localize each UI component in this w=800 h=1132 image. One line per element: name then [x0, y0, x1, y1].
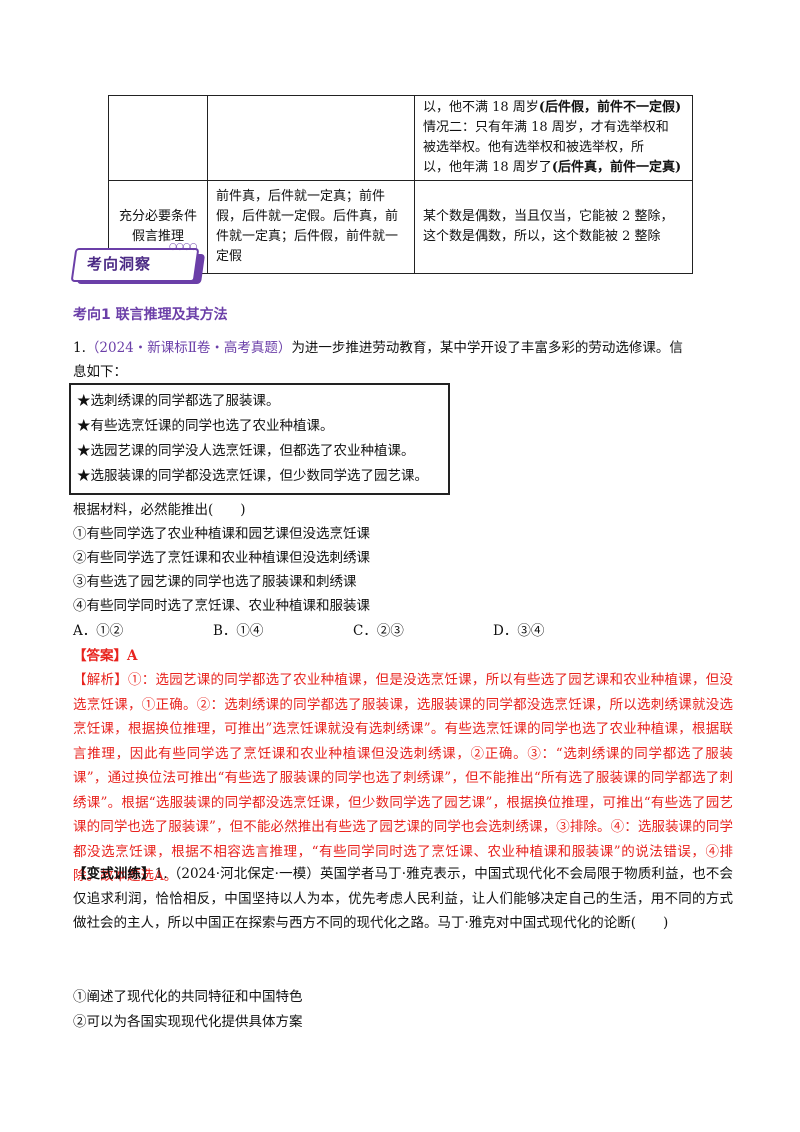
cell-text: 以，他不满 18 周岁 [423, 100, 539, 115]
option-c: C．②③ [353, 623, 404, 639]
cell-bold-text: (后件假，前件不一定假) [538, 100, 682, 115]
material-line: ★有些选烹饪课的同学也选了农业种植课。 [77, 418, 334, 434]
material-box: ★选刺绣课的同学都选了服装课。 ★有些选烹饪课的同学也选了农业种植课。 ★选园艺… [69, 383, 450, 495]
table-cell-rule: 前件真，后件就一定真；前件假，后件就一定假。后件真，前件就一定真；后件假，前件就… [207, 180, 415, 274]
cell-text: 被选举权。他有选举权和被选举权，所 [423, 140, 645, 155]
option-a: A．①② [73, 623, 124, 639]
variant-question: 【变式训练】1.（2024·河北保定·一模）英国学者马丁·雅克表示，中国式现代化… [73, 862, 733, 936]
statement-item: ①有些同学选了农业种植课和园艺课但没选烹饪课 [73, 526, 370, 542]
table-cell-type [108, 95, 208, 181]
section-title: 考向1 联言推理及其方法 [73, 307, 228, 323]
question-source: （2024・新课标Ⅱ卷・高考真题） [85, 340, 292, 356]
question-prompt: 根据材料，必然能推出( ) [73, 502, 246, 518]
reasoning-table: 以，他不满 18 周岁(后件假，前件不一定假) 情况二：只有年满 18 周岁，才… [108, 95, 693, 274]
cell-bold-text: (后件真，前件一定真) [551, 160, 682, 175]
statement-item: ①阐述了现代化的共同特征和中国特色 [73, 989, 303, 1005]
analysis-text: 【解析】①：选园艺课的同学都选了农业种植课，但是没选烹饪课，所以有些选了园艺课和… [73, 672, 733, 884]
variant-text: 1.（2024·河北保定·一模）英国学者马丁·雅克表示，中国式现代化不会局限于物… [73, 866, 733, 931]
stem-text: 为进一步推进劳动教育，某中学开设了丰富多彩的劳动选修课。信 [291, 340, 683, 356]
statement-item: ②有些同学选了烹饪课和农业种植课但没选刺绣课 [73, 550, 370, 566]
table-row: 以，他不满 18 周岁(后件假，前件不一定假) 情况二：只有年满 18 周岁，才… [108, 95, 693, 181]
statement-item: ④有些同学同时选了烹饪课、农业种植课和服装课 [73, 598, 370, 614]
statement-item: ③有些选了园艺课的同学也选了服装课和刺绣课 [73, 574, 357, 590]
binder-rings-icon: ○○○○ [169, 242, 197, 252]
option-d: D．③④ [493, 623, 545, 639]
question-stem: 1.（2024・新课标Ⅱ卷・高考真题）为进一步推进劳动教育，某中学开设了丰富多彩… [73, 336, 733, 384]
answer-text: 【答案】A [73, 648, 138, 664]
stem-text: 息如下： [73, 364, 127, 380]
banner-label: 考向洞察 [87, 255, 152, 273]
cell-text: 情况二：只有年满 18 周岁，才有选举权和 [423, 120, 669, 135]
material-line: ★选园艺课的同学没人选烹饪课，但都选了农业种植课。 [77, 443, 415, 459]
cell-text: 以，他年满 18 周岁了 [423, 160, 552, 175]
statement-item: ②可以为各国实现现代化提供具体方案 [73, 1014, 303, 1030]
material-line: ★选刺绣课的同学都选了服装课。 [77, 393, 280, 409]
table-cell-example: 某个数是偶数，当且仅当，它能被 2 整除，这个数是偶数，所以，这个数能被 2 整… [414, 180, 693, 274]
section-banner: ○○○○ 考向洞察 [70, 242, 209, 286]
material-line: ★选服装课的同学都没选烹饪课，但少数同学选了园艺课。 [77, 468, 428, 484]
option-b: B．①④ [213, 623, 264, 639]
question-number: 1. [73, 340, 86, 356]
table-cell-example: 以，他不满 18 周岁(后件假，前件不一定假) 情况二：只有年满 18 周岁，才… [414, 95, 693, 181]
variant-label: 【变式训练】 [73, 866, 155, 882]
table-cell-rule [207, 95, 415, 181]
